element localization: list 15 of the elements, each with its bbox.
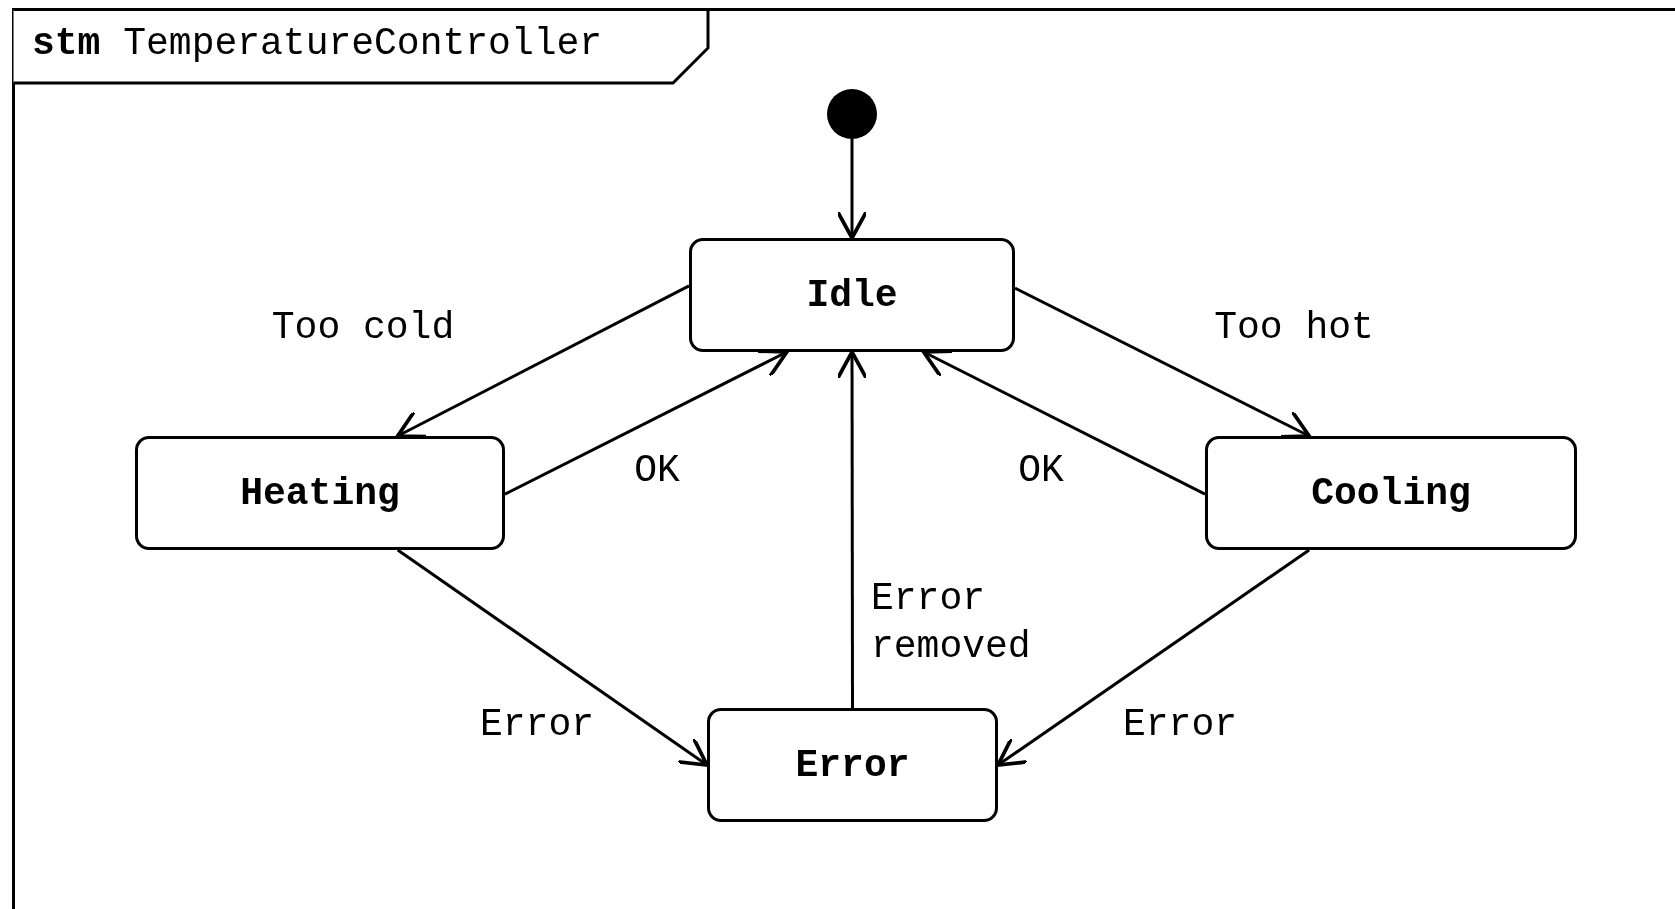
diagram-frame — [12, 8, 1675, 909]
state-name: Heating — [240, 471, 400, 515]
initial-state-dot — [827, 89, 877, 139]
transition-arrow — [836, 139, 868, 240]
state-name: Error — [795, 743, 910, 787]
state-name: Idle — [806, 273, 898, 317]
state-box — [135, 436, 505, 550]
transition-arrow — [836, 350, 868, 708]
state-box — [707, 708, 998, 822]
transition-arrow — [996, 548, 1310, 767]
transition-arrow — [396, 548, 709, 767]
frame-title: stm TemperatureController — [32, 22, 603, 65]
state-name: Cooling — [1311, 471, 1471, 515]
state-box — [1205, 436, 1577, 550]
state-box — [689, 238, 1015, 352]
